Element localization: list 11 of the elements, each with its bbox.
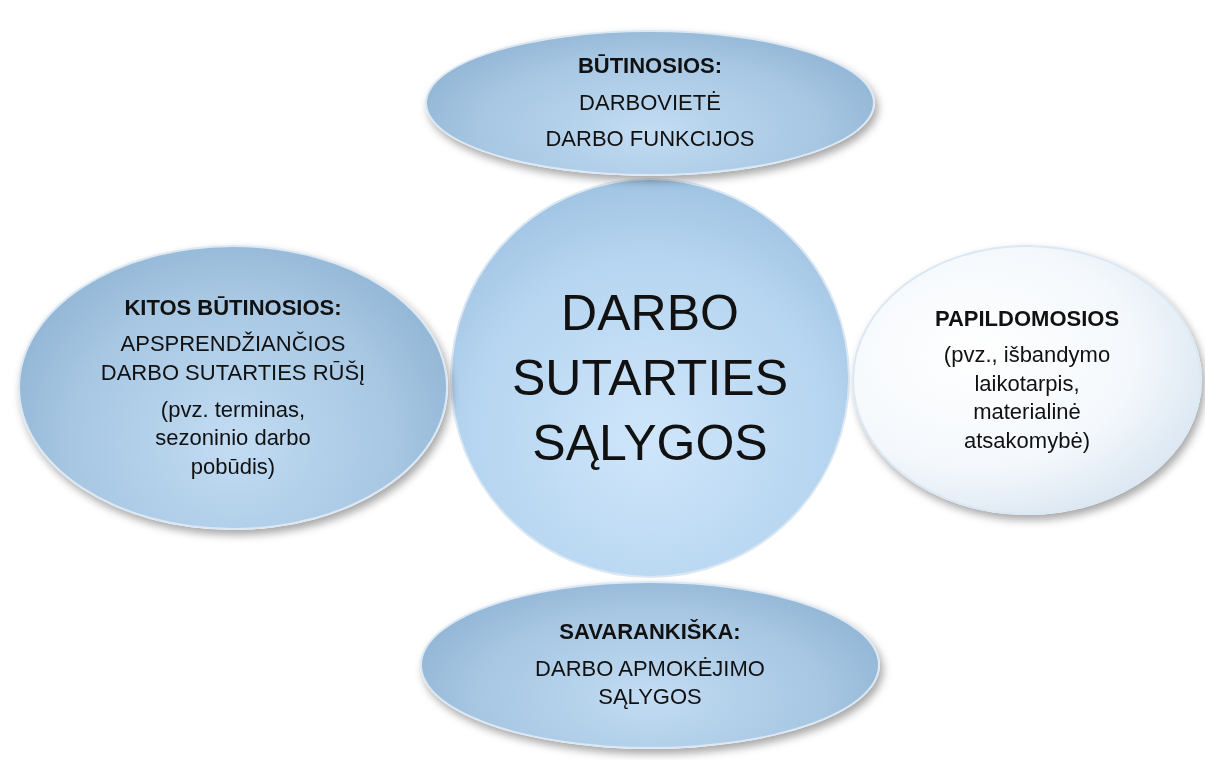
node-heading: SAVARANKIŠKA: xyxy=(559,618,741,647)
node-heading: KITOS BŪTINOSIOS: xyxy=(124,293,342,322)
node-text: DARBOVIETĖ xyxy=(579,88,721,117)
node-heading: PAPILDOMOSIOS xyxy=(934,304,1120,333)
node-title: DARBO SUTARTIES SĄLYGOS xyxy=(511,283,789,473)
node-note: (pvz. terminas, sezoninio darbo pobūdis) xyxy=(154,395,312,481)
node-note: (pvz., išbandymo laikotarpis, materialinė atsakomybė) xyxy=(942,341,1112,455)
node-text: DARBO FUNKCIJOS xyxy=(545,125,755,154)
node-text: DARBO APMOKĖJIMO SĄLYGOS xyxy=(534,654,766,712)
node-heading: BŪTINOSIOS: xyxy=(577,52,723,81)
node-text: APSPRENDŽIANČIOS DARBO SUTARTIES RŪŠĮ xyxy=(99,330,367,387)
